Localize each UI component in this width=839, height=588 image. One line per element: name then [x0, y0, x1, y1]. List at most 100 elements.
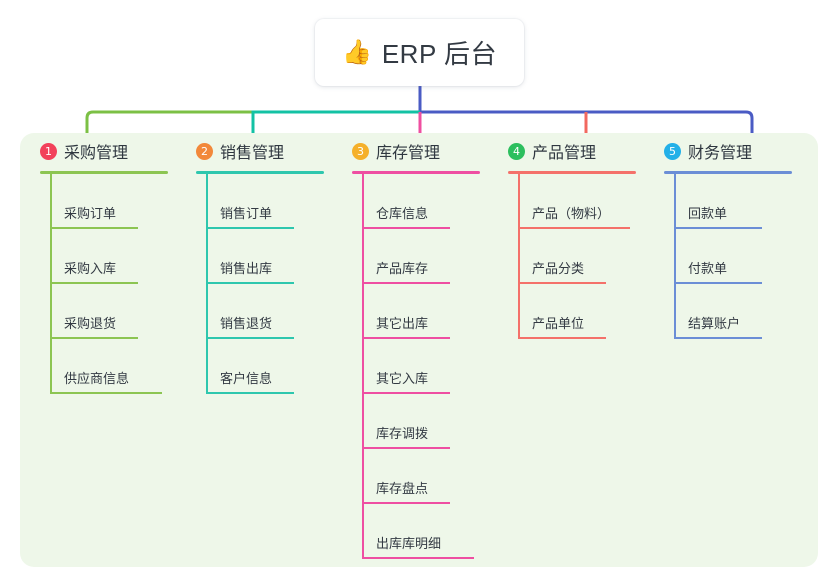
item-rule — [362, 557, 474, 559]
root-node-card[interactable]: 👍 ERP 后台 — [315, 19, 524, 86]
column-rule-2 — [196, 171, 324, 174]
list-item[interactable]: 其它出库 — [362, 284, 506, 339]
item-list-1: 采购订单 采购入库 采购退货 供应商信息 — [50, 174, 194, 394]
item-rule — [362, 447, 450, 449]
list-item[interactable]: 采购入库 — [50, 229, 194, 284]
item-rule — [362, 227, 450, 229]
list-item[interactable]: 其它入库 — [362, 339, 506, 394]
column-rule-1 — [40, 171, 168, 174]
item-label: 产品分类 — [532, 261, 585, 276]
list-item[interactable]: 库存盘点 — [362, 449, 506, 504]
list-item[interactable]: 产品（物料） — [518, 174, 662, 229]
columns-container: 1 采购管理 采购订单 采购入库 采购退货 供应商信 — [20, 133, 818, 567]
column-inventory: 3 库存管理 仓库信息 产品库存 其它出库 其它入库 — [350, 133, 506, 567]
item-label: 回款单 — [688, 206, 728, 221]
item-label: 供应商信息 — [64, 371, 130, 386]
column-spine-2 — [206, 174, 208, 394]
item-rule — [674, 227, 762, 229]
content-panel — [20, 133, 818, 567]
root-node-title: ERP 后台 — [381, 39, 498, 69]
column-rule-4 — [508, 171, 636, 174]
item-rule — [518, 282, 606, 284]
list-item[interactable]: 销售出库 — [206, 229, 350, 284]
item-rule — [50, 337, 138, 339]
item-rule — [518, 337, 606, 339]
list-item[interactable]: 产品库存 — [362, 229, 506, 284]
column-product: 4 产品管理 产品（物料） 产品分类 产品单位 — [506, 133, 662, 567]
column-title-4: 产品管理 — [532, 145, 597, 162]
item-label: 结算账户 — [688, 316, 741, 331]
list-item[interactable]: 产品分类 — [518, 229, 662, 284]
list-item[interactable]: 产品单位 — [518, 284, 662, 339]
item-rule — [674, 337, 762, 339]
item-label: 销售退货 — [220, 316, 273, 331]
item-label: 产品单位 — [532, 316, 585, 331]
list-item[interactable]: 仓库信息 — [362, 174, 506, 229]
column-finance: 5 财务管理 回款单 付款单 结算账户 — [662, 133, 818, 567]
column-badge-3: 3 — [352, 142, 369, 160]
list-item[interactable]: 销售订单 — [206, 174, 350, 229]
list-item[interactable]: 出库库明细 — [362, 504, 506, 559]
item-rule — [206, 282, 294, 284]
list-item[interactable]: 采购订单 — [50, 174, 194, 229]
list-item[interactable]: 库存调拨 — [362, 394, 506, 449]
column-spine-5 — [674, 174, 676, 339]
column-rule-5 — [664, 171, 792, 174]
item-label: 销售订单 — [220, 206, 273, 221]
item-rule — [206, 337, 294, 339]
item-list-5: 回款单 付款单 结算账户 — [674, 174, 818, 339]
column-spine-3 — [362, 174, 364, 559]
item-label: 采购订单 — [64, 206, 117, 221]
item-rule — [362, 392, 450, 394]
item-rule — [50, 392, 162, 394]
item-label: 销售出库 — [220, 261, 273, 276]
column-spine-4 — [518, 174, 520, 339]
item-list-2: 销售订单 销售出库 销售退货 客户信息 — [206, 174, 350, 394]
item-label: 出库库明细 — [376, 536, 442, 551]
column-sales: 2 销售管理 销售订单 销售出库 销售退货 客户信息 — [194, 133, 350, 567]
column-badge-4: 4 — [508, 142, 525, 160]
list-item[interactable]: 结算账户 — [674, 284, 818, 339]
column-rule-3 — [352, 171, 480, 174]
item-rule — [362, 282, 450, 284]
item-label: 其它入库 — [376, 371, 429, 386]
item-rule — [674, 282, 762, 284]
list-item[interactable]: 付款单 — [674, 229, 818, 284]
column-title-3: 库存管理 — [376, 145, 441, 162]
item-list-3: 仓库信息 产品库存 其它出库 其它入库 库存调拨 — [362, 174, 506, 559]
item-rule — [206, 227, 294, 229]
column-header-purchasing[interactable]: 1 采购管理 — [38, 133, 194, 169]
thumbs-up-icon: 👍 — [341, 38, 372, 66]
list-item[interactable]: 销售退货 — [206, 284, 350, 339]
column-header-sales[interactable]: 2 销售管理 — [194, 133, 350, 169]
column-header-inventory[interactable]: 3 库存管理 — [350, 133, 506, 169]
column-purchasing: 1 采购管理 采购订单 采购入库 采购退货 供应商信 — [38, 133, 194, 567]
column-badge-5: 5 — [664, 142, 681, 160]
item-rule — [50, 282, 138, 284]
list-item[interactable]: 供应商信息 — [50, 339, 194, 394]
item-label: 产品（物料） — [532, 206, 611, 221]
column-title-5: 财务管理 — [688, 145, 753, 162]
column-header-product[interactable]: 4 产品管理 — [506, 133, 662, 169]
item-label: 采购入库 — [64, 261, 117, 276]
item-label: 库存盘点 — [376, 481, 429, 496]
column-badge-2: 2 — [196, 142, 213, 160]
item-label: 仓库信息 — [376, 206, 429, 221]
item-rule — [518, 227, 630, 229]
column-header-finance[interactable]: 5 财务管理 — [662, 133, 818, 169]
list-item[interactable]: 客户信息 — [206, 339, 350, 394]
column-badge-1: 1 — [40, 142, 57, 160]
column-spine-1 — [50, 174, 52, 394]
item-label: 产品库存 — [376, 261, 429, 276]
item-list-4: 产品（物料） 产品分类 产品单位 — [518, 174, 662, 339]
item-rule — [206, 392, 294, 394]
item-label: 其它出库 — [376, 316, 429, 331]
item-label: 客户信息 — [220, 371, 273, 386]
column-title-2: 销售管理 — [220, 145, 285, 162]
item-rule — [50, 227, 138, 229]
list-item[interactable]: 回款单 — [674, 174, 818, 229]
item-label: 库存调拨 — [376, 426, 429, 441]
list-item[interactable]: 采购退货 — [50, 284, 194, 339]
item-rule — [362, 337, 450, 339]
